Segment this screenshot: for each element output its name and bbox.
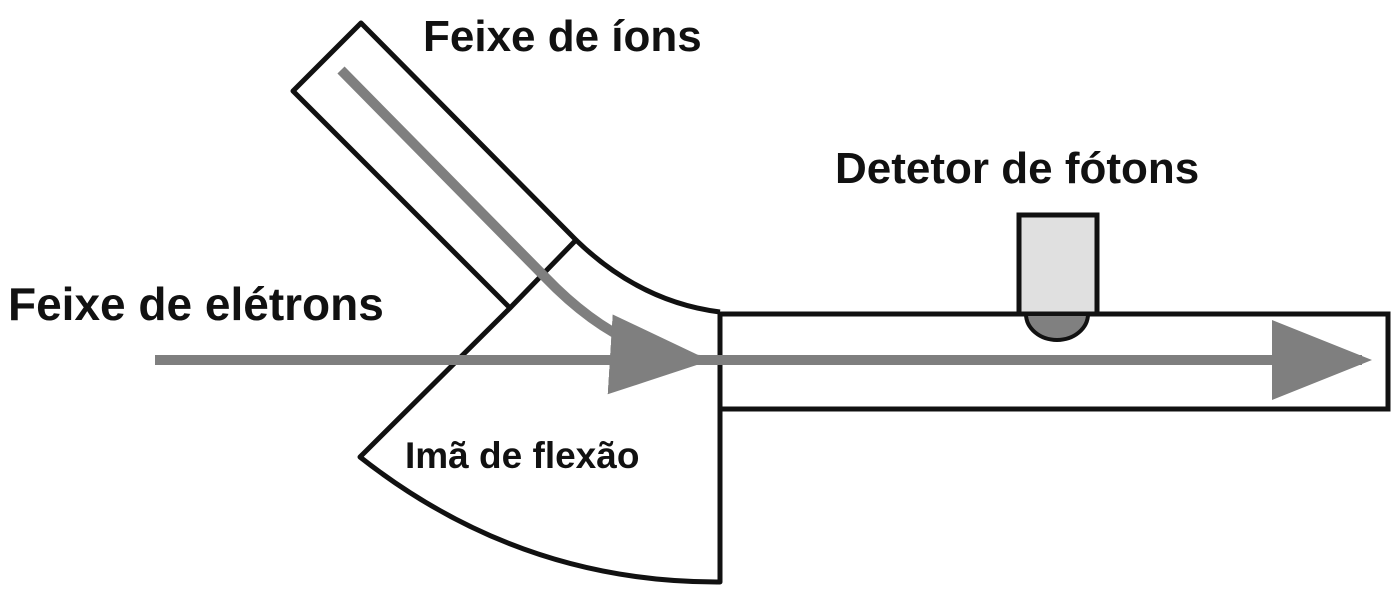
- photon-detector: [1016, 212, 1100, 342]
- ion-beam-label: Feixe de íons: [423, 12, 702, 61]
- electron-beam-label: Feixe de elétrons: [8, 278, 384, 330]
- photon-detector-body: [1016, 212, 1100, 317]
- curved-chamber-wall: [574, 238, 721, 315]
- photon-detector-tip: [1023, 312, 1091, 342]
- bending-magnet-label: Imã de flexão: [405, 435, 639, 476]
- photon-detector-label: Detetor de fótons: [835, 144, 1199, 193]
